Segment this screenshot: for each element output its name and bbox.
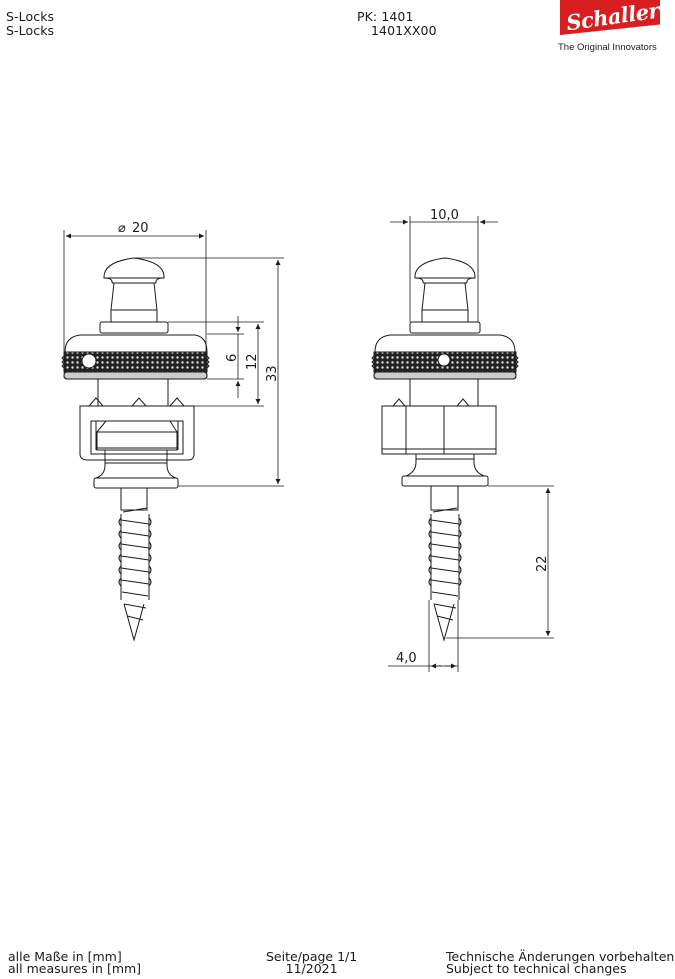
part-number: 1401XX00 (371, 23, 437, 38)
units-en: all measures in [mm] (8, 961, 142, 976)
dim-12: 12 (245, 353, 260, 370)
screw-threads-front (118, 507, 152, 642)
side-view (371, 257, 519, 642)
screw-threads-side (428, 507, 462, 642)
front-view-dimensions (63, 230, 284, 487)
notice-en: Subject to technical changes (446, 961, 627, 976)
title-de: S-Locks (6, 9, 55, 24)
units-de: alle Maße in [mm] (8, 949, 122, 964)
dim-33: 33 (265, 365, 280, 382)
dim-screw-diameter-4: 4,0 (396, 651, 417, 666)
page-number: Seite/page 1/1 (266, 949, 358, 964)
front-view (61, 257, 210, 642)
dim-screw-length-22: 22 (535, 555, 550, 572)
schaller-logo: Schaller The Original Innovators (548, 0, 670, 60)
title-block-left: S-Locks S-Locks (6, 10, 54, 38)
title-en: S-Locks (6, 23, 55, 38)
side-view-dimensions (388, 216, 554, 672)
title-block-part: PK: 1401 1401XX00 (357, 10, 437, 38)
logo-tagline: The Original Innovators (558, 42, 657, 53)
diameter-symbol: ⌀ (118, 221, 126, 236)
dim-6: 6 (225, 354, 240, 362)
dim-diameter-20: 20 (132, 221, 149, 236)
footer-units: alle Maße in [mm] all measures in [mm] (8, 949, 142, 976)
footer-notice: Technische Änderungen vorbehalten Subjec… (446, 949, 675, 976)
notice-de: Technische Änderungen vorbehalten (446, 949, 675, 964)
pk-label: PK: 1401 (357, 9, 414, 24)
footer-page: Seite/page 1/1 11/2021 (266, 949, 358, 976)
revision-date: 11/2021 (285, 961, 338, 976)
dim-width-10: 10,0 (430, 208, 459, 223)
